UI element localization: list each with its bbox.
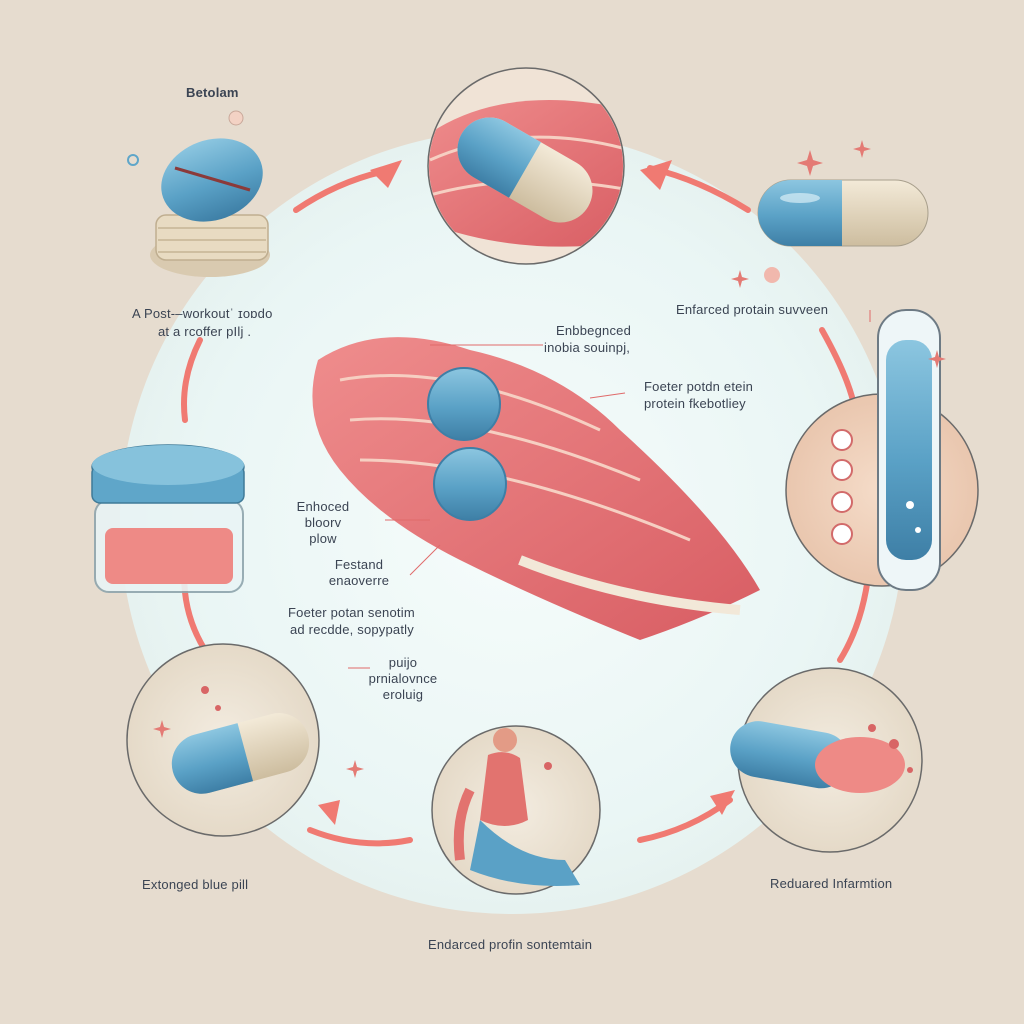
- label-center-4-line3: eroluig: [382, 687, 424, 702]
- tablet-stack-illustration: [127, 110, 270, 277]
- label-top-left-small: Betolam: [186, 85, 239, 100]
- central-muscle-illustration: [312, 337, 760, 640]
- jar-illustration: [91, 444, 245, 593]
- label-left-mid-1-line3: plow: [309, 531, 337, 546]
- label-center-1-line1: Enbbegnced: [556, 323, 632, 338]
- label-bottom-center-caption: Endarced profin sontemtain: [428, 937, 593, 952]
- label-top-right-caption: Enfarced protain suvveen: [676, 302, 829, 317]
- label-center-4-line1: puijo: [388, 655, 418, 670]
- label-bottom-right-caption: Reduared Infarmtion: [770, 876, 893, 891]
- leader-lines: [348, 310, 871, 669]
- label-left-mid-2-line2: enaoverre: [328, 573, 390, 588]
- label-center-2-line1: Foeter potdn etein: [644, 379, 754, 394]
- label-left-mid-1-line2: bloorv: [304, 515, 342, 530]
- capsule-right-illustration: [757, 179, 929, 283]
- label-top-left-caption-1: A Post-–workoutˈ ɪoɒdo: [132, 306, 273, 321]
- capsule-spill-illustration: [730, 667, 923, 853]
- label-center-3-line1: Foeter potan senotim: [288, 605, 415, 620]
- label-center-4-line2: prnialovnce: [368, 671, 438, 686]
- label-center-3-line2: ad recdde, sopypatly: [290, 622, 414, 637]
- label-left-mid-1-line1: Enhoced: [296, 499, 350, 514]
- cycle-arrows: [318, 160, 735, 825]
- label-center-1-line2: inobia souinpj,: [544, 340, 631, 355]
- capsule-bottom-left-illustration: [126, 643, 320, 837]
- label-center-2-line2: protein fkebotliey: [644, 396, 746, 411]
- figure-illustration: [431, 725, 601, 895]
- label-left-mid-2-line1: Festand: [334, 557, 384, 572]
- test-tube-illustration: [785, 309, 979, 591]
- sparkles: [153, 140, 946, 778]
- capsule-on-muscle-illustration: [427, 67, 625, 265]
- label-bottom-left-caption: Extonged blue pill: [142, 877, 249, 892]
- label-top-left-caption-2: at a rcoffer pIlj .: [158, 324, 252, 339]
